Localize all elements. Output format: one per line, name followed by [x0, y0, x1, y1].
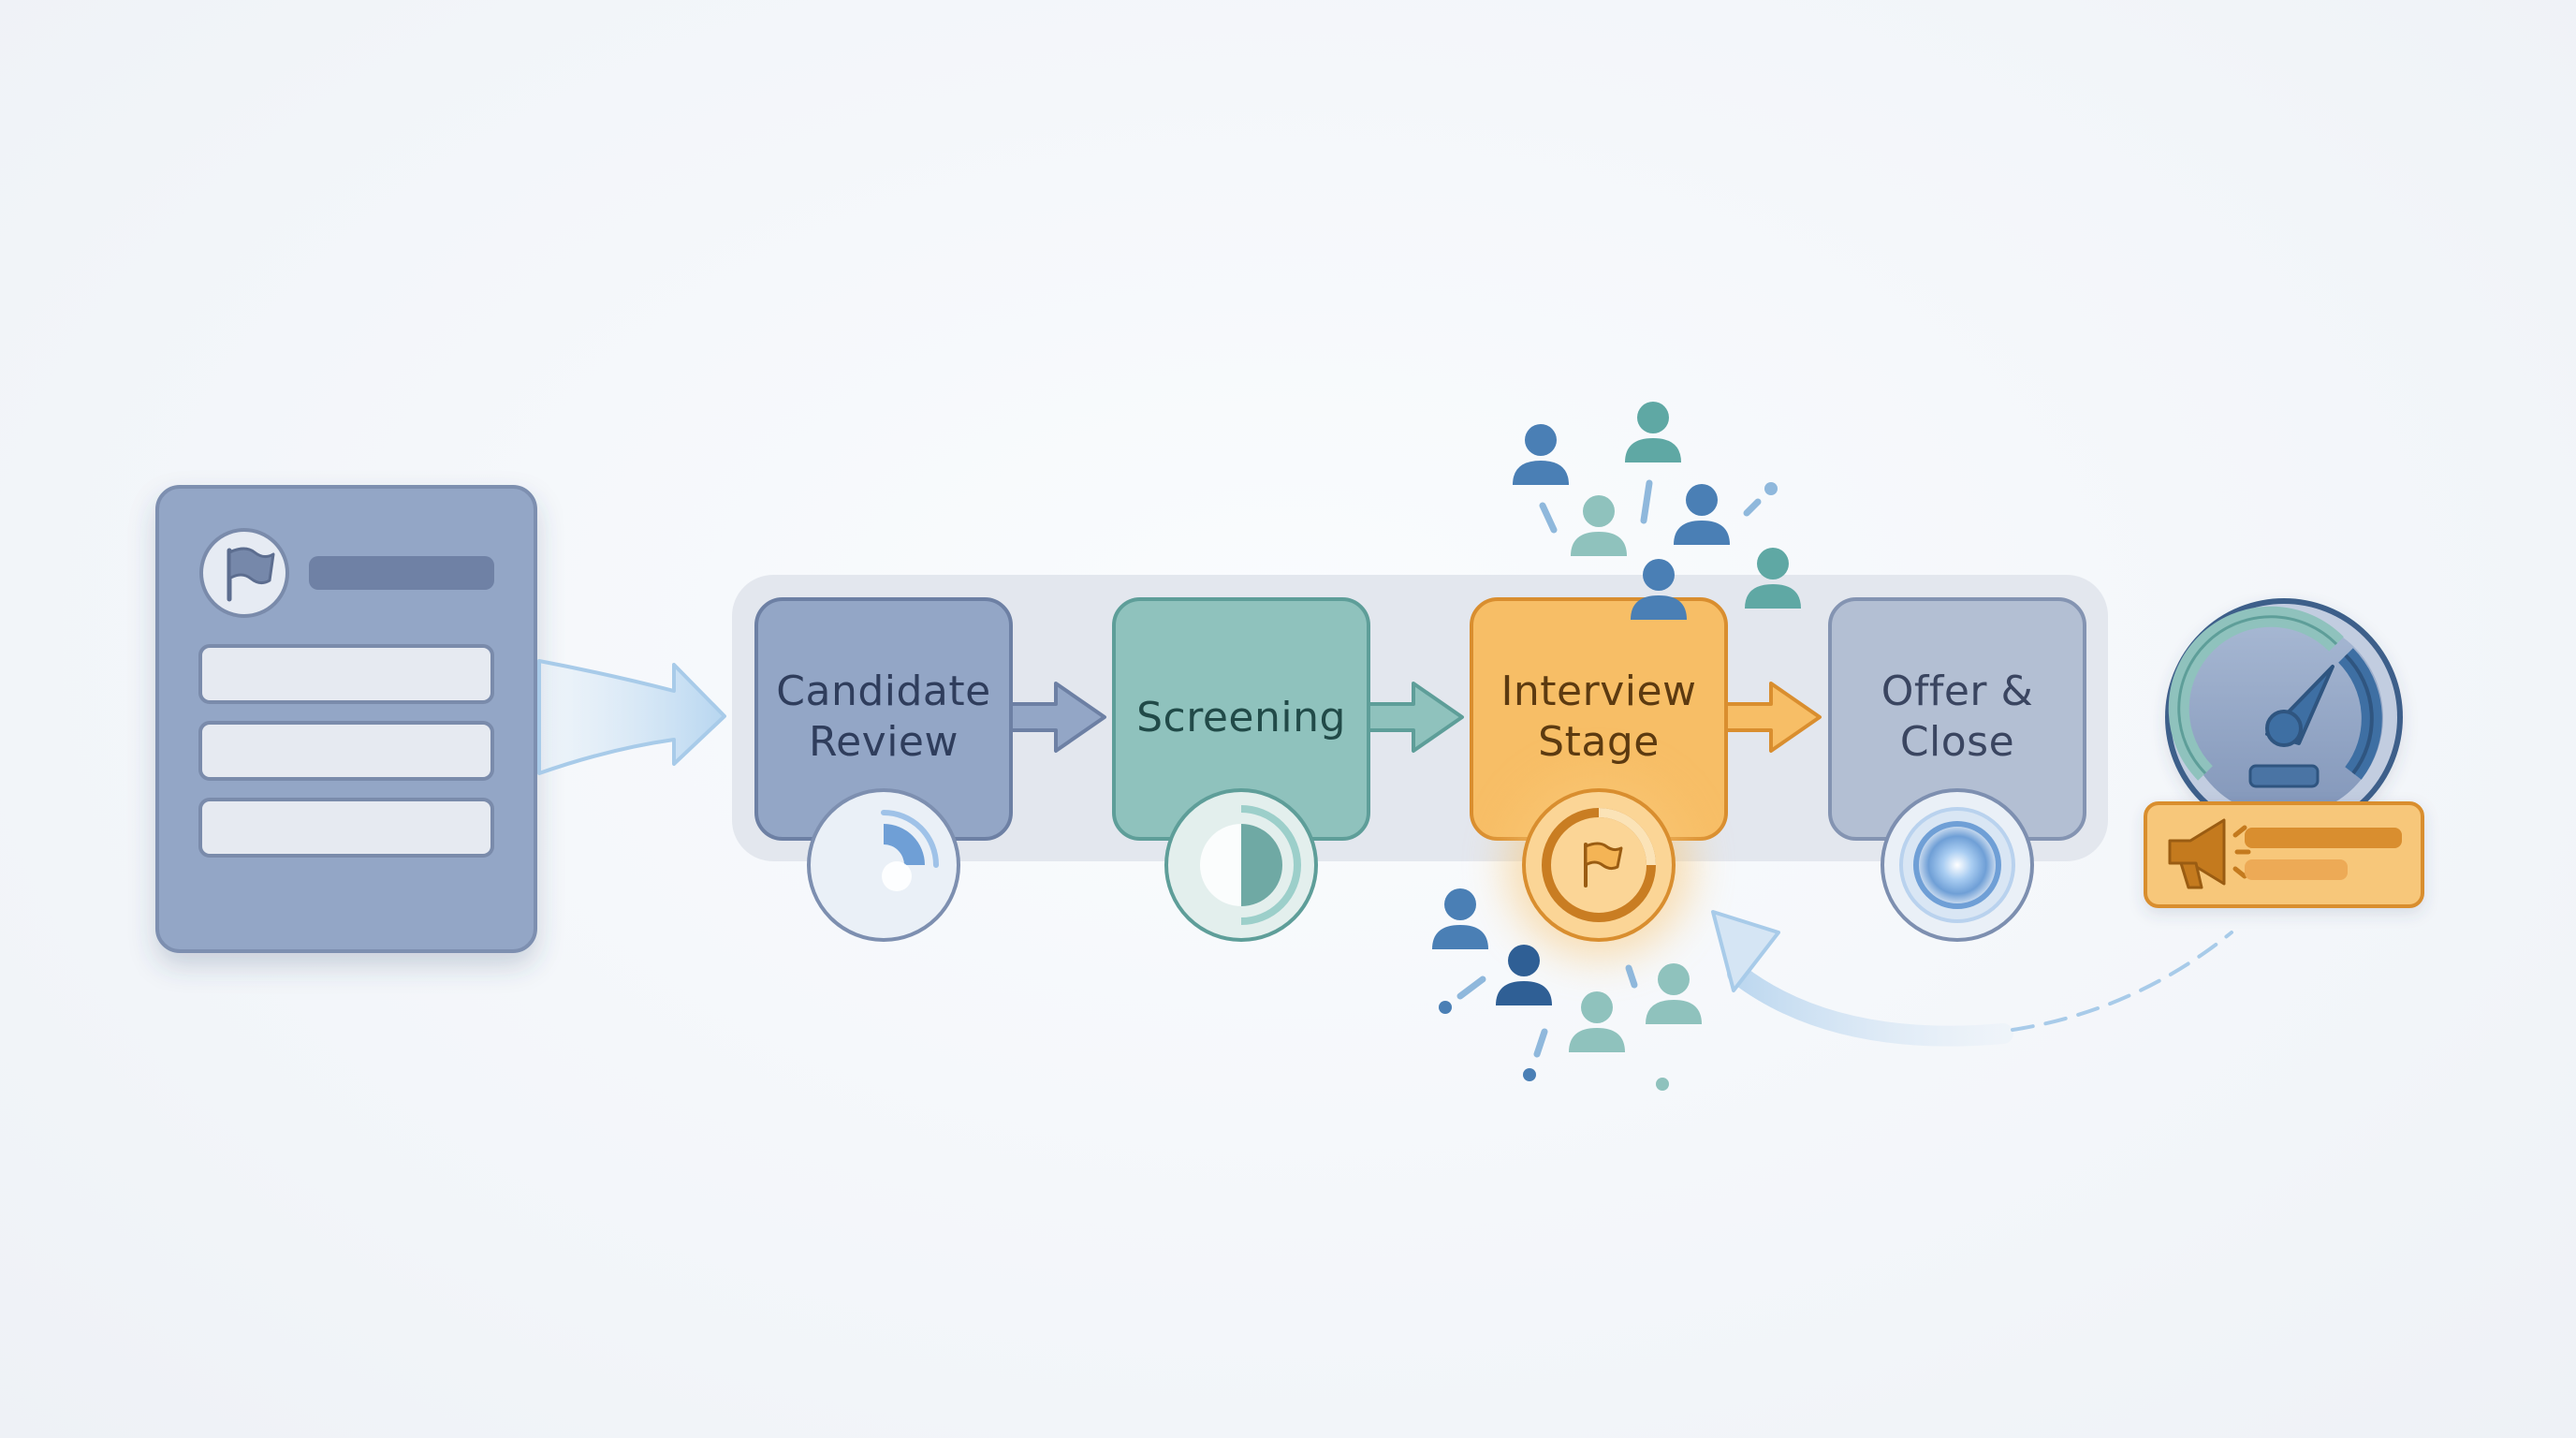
person-icon [1569, 991, 1625, 1052]
alert-line-2 [2245, 859, 2348, 880]
form-field-2 [198, 721, 494, 781]
person-icon [1513, 424, 1569, 485]
connector-arrow-2 [1367, 682, 1464, 753]
flag-icon [1584, 842, 1623, 888]
interview-flag-badge [1505, 771, 1692, 959]
person-icon [1496, 945, 1552, 1005]
people-cluster-top [1513, 402, 1801, 620]
stage-label-interview-stage: Interview Stage [1500, 668, 1697, 766]
flag-icon [199, 528, 289, 618]
person-icon [1646, 963, 1702, 1024]
person-icon [1625, 402, 1681, 462]
stage-label-offer-close: Offer & Close [1881, 668, 2034, 766]
form-field-3 [198, 798, 494, 858]
alert-line-1 [2245, 828, 2402, 848]
feedback-arrow [1711, 910, 2233, 1047]
connector-arrow-3 [1724, 682, 1822, 753]
person-icon [1674, 484, 1730, 545]
person-icon [1432, 888, 1488, 949]
form-field-1 [198, 644, 494, 704]
inflow-arrow [537, 659, 726, 775]
stage-label-candidate-review: Candidate Review [776, 668, 991, 766]
connector-arrow-1 [1009, 682, 1106, 753]
megaphone-icon [2168, 818, 2251, 889]
stage-label-screening: Screening [1136, 694, 1346, 741]
people-cluster-bottom [1432, 888, 1702, 1091]
speedometer-icon [2165, 598, 2403, 836]
completion-ring-icon [1881, 788, 2034, 942]
progress-quarter-icon [807, 788, 960, 942]
person-icon [1631, 559, 1687, 620]
form-title-placeholder [309, 556, 494, 590]
alert-card [2144, 801, 2424, 908]
person-icon [1571, 495, 1627, 556]
application-form-card [155, 485, 537, 953]
person-icon [1745, 548, 1801, 609]
gauge-needle [2265, 665, 2334, 747]
progress-half-icon [1164, 788, 1318, 942]
